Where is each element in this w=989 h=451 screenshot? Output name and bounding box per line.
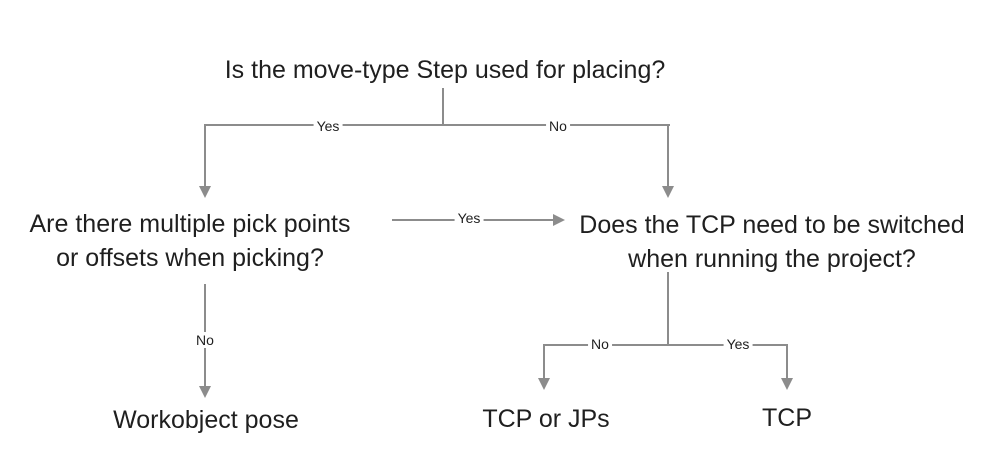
root-no-line — [667, 124, 669, 186]
tcp-switch-question-line1: Does the TCP need to be switched — [579, 211, 965, 239]
outcome-tcp: TCP — [762, 404, 812, 432]
root-branch-line — [204, 124, 670, 126]
tcp-no-line — [543, 344, 545, 378]
arrowhead-down-icon — [662, 186, 674, 198]
outcome-tcp-or-jps: TCP or JPs — [482, 405, 610, 433]
pick-points-question: Are there multiple pick points or offset… — [30, 207, 351, 275]
arrowhead-right-icon — [553, 214, 565, 226]
edge-label-tcp-no: No — [588, 336, 612, 352]
edge-label-pick-yes: Yes — [454, 210, 484, 226]
root-yes-line — [204, 124, 206, 186]
edge-label-root-yes: Yes — [313, 118, 343, 134]
edge-label-root-no: No — [546, 118, 570, 134]
tcp-switch-question: Does the TCP need to be switched when ru… — [579, 208, 964, 276]
tcp-yes-line — [786, 344, 788, 378]
arrowhead-down-icon — [199, 386, 211, 398]
tcp-stem-line — [667, 272, 669, 346]
edge-label-tcp-yes: Yes — [723, 336, 753, 352]
pick-points-question-line2: or offsets when picking? — [56, 244, 324, 272]
tcp-switch-question-line2: when running the project? — [628, 245, 916, 273]
arrowhead-down-icon — [199, 186, 211, 198]
root-stem-line — [442, 88, 444, 125]
root-question: Is the move-type Step used for placing? — [224, 56, 666, 84]
pick-points-question-line1: Are there multiple pick points — [29, 210, 351, 238]
tcp-branch-line — [543, 344, 788, 346]
edge-label-pick-no: No — [193, 332, 217, 348]
outcome-workobject-pose: Workobject pose — [113, 406, 299, 434]
arrowhead-down-icon — [538, 378, 550, 390]
arrowhead-down-icon — [781, 378, 793, 390]
